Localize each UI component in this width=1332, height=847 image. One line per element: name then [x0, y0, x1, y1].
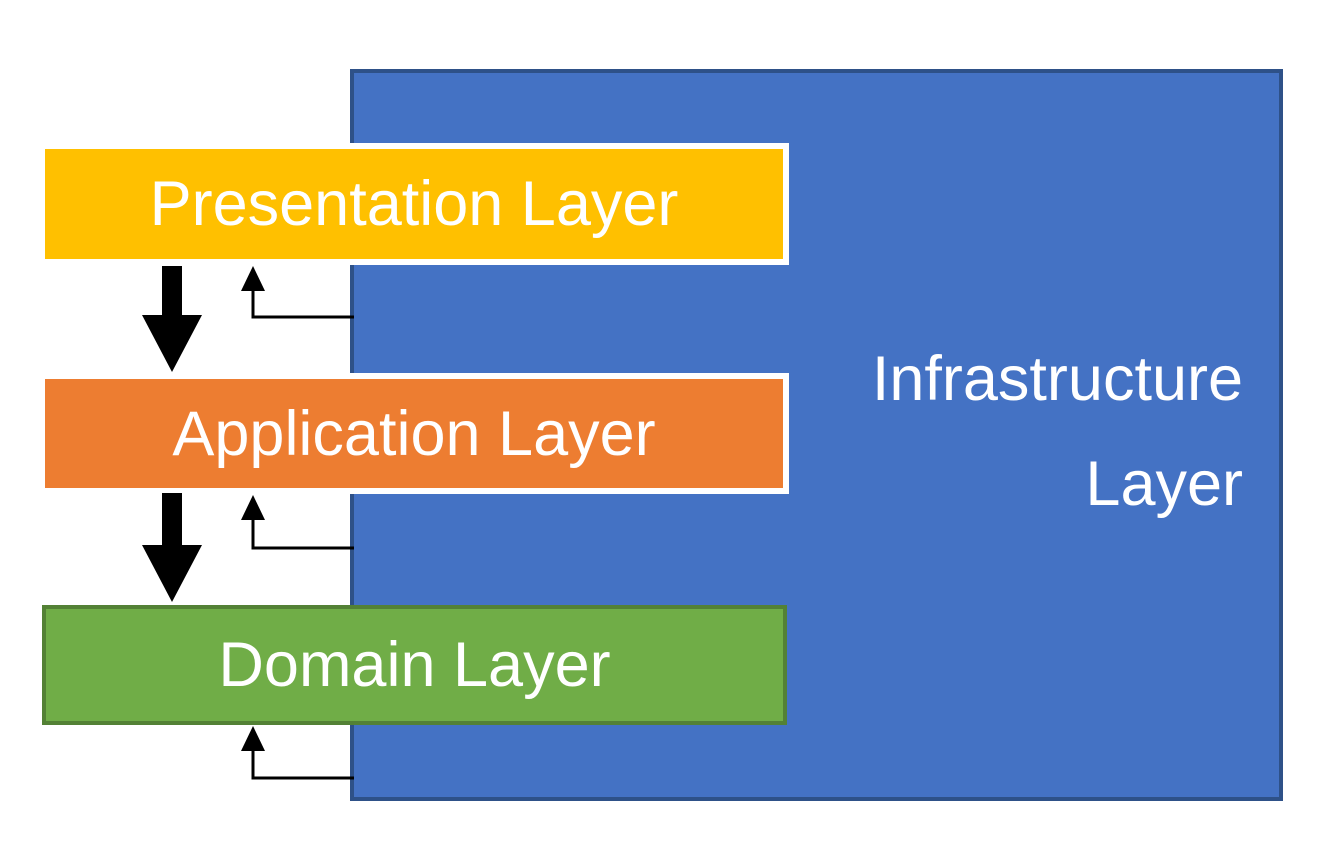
down-arrow-application-to-domain-icon: [142, 493, 202, 602]
presentation-layer-label: Presentation Layer: [149, 169, 679, 239]
up-elbow-arrow-infrastructure-to-presentation-icon: [241, 266, 354, 319]
application-layer-label: Application Layer: [172, 398, 656, 469]
application-layer-box: Application Layer: [39, 373, 789, 494]
domain-layer-label: Domain Layer: [218, 630, 611, 700]
down-arrow-presentation-to-application-icon: [142, 266, 202, 372]
up-elbow-arrow-infrastructure-to-application-icon: [241, 495, 354, 550]
domain-layer-box: Domain Layer: [42, 605, 787, 725]
presentation-layer-box: Presentation Layer: [39, 143, 789, 265]
up-elbow-arrow-infrastructure-to-domain-icon: [241, 726, 354, 780]
infrastructure-layer-label: Infrastructure Layer: [871, 344, 1243, 520]
